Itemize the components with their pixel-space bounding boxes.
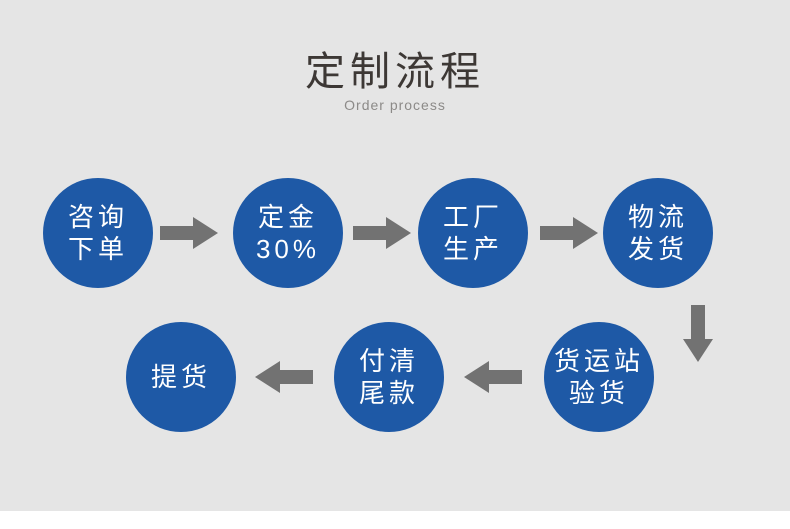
arrow-down-icon: [683, 305, 713, 362]
page-subtitle: Order process: [344, 97, 446, 113]
step-logistics-shipping: 物流 发货: [603, 178, 713, 288]
arrow-head: [193, 217, 218, 249]
arrow-right-icon: [540, 217, 598, 249]
step-label-line: 30%: [255, 234, 321, 264]
arrow-right-icon: [353, 217, 411, 249]
arrow-shaft: [540, 226, 573, 240]
arrow-shaft: [160, 226, 193, 240]
arrow-shaft: [691, 305, 705, 339]
step-label-line: 发货: [627, 234, 688, 264]
step-label-line: 提货: [150, 362, 211, 392]
arrow-left-icon: [255, 361, 313, 393]
step-freight-station-inspection: 货运站 验货: [544, 322, 654, 432]
step-label-line: 工厂: [442, 202, 503, 232]
arrow-head: [386, 217, 411, 249]
step-inquiry-order: 咨询 下单: [43, 178, 153, 288]
step-label-line: 咨询: [67, 202, 128, 232]
step-label-line: 生产: [442, 234, 503, 264]
arrow-shaft: [489, 370, 522, 384]
diagram-header: 定制流程 Order process: [0, 50, 790, 113]
step-label-line: 物流: [627, 202, 688, 232]
arrow-shaft: [280, 370, 313, 384]
arrow-head: [464, 361, 489, 393]
arrow-head: [683, 339, 713, 362]
step-label-line: 付清: [358, 346, 419, 376]
step-pay-balance: 付清 尾款: [334, 322, 444, 432]
step-label-line: 定金: [257, 202, 318, 232]
step-label-line: 尾款: [358, 378, 419, 408]
arrow-head: [255, 361, 280, 393]
step-label-line: 下单: [67, 234, 128, 264]
step-deposit-30-percent: 定金 30%: [233, 178, 343, 288]
page-title: 定制流程: [305, 50, 485, 94]
arrow-right-icon: [160, 217, 218, 249]
arrow-left-icon: [464, 361, 522, 393]
arrow-shaft: [353, 226, 386, 240]
step-pickup: 提货: [126, 322, 236, 432]
arrow-head: [573, 217, 598, 249]
step-label-line: 货运站: [553, 346, 644, 376]
step-label-line: 验货: [568, 378, 629, 408]
step-factory-production: 工厂 生产: [418, 178, 528, 288]
